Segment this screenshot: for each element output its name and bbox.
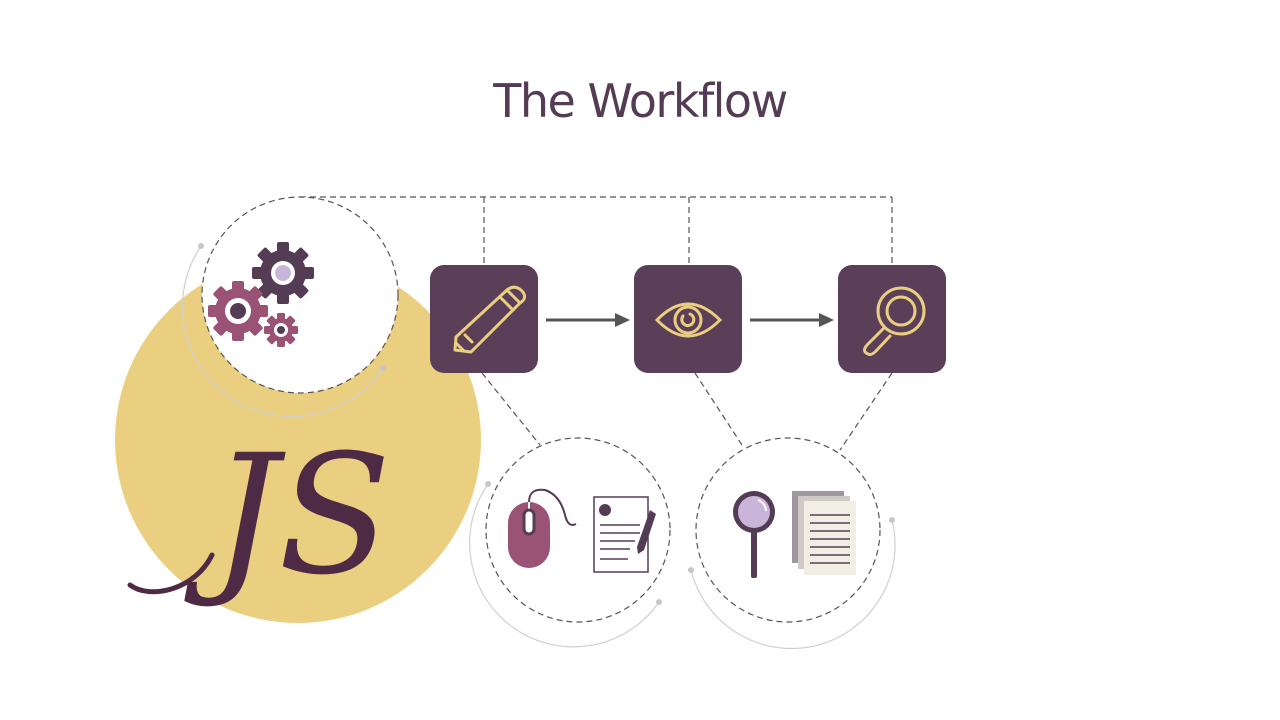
step-tile-search xyxy=(838,265,946,373)
flow-arrows xyxy=(546,313,834,327)
eye-icon xyxy=(654,302,723,338)
connector-lines xyxy=(300,196,893,451)
signed-document-icon xyxy=(593,496,656,573)
step-tile-pencil xyxy=(430,265,538,373)
svg-text:JS: JS xyxy=(184,419,391,611)
magnifier-icon xyxy=(863,286,926,357)
mouse-icon xyxy=(508,488,577,568)
document-stack-icon xyxy=(792,491,856,575)
diagram-title: The Workflow xyxy=(493,74,788,128)
detail-circle-input xyxy=(469,437,671,648)
step-tile-eye xyxy=(634,265,742,373)
js-logo-circle xyxy=(115,257,481,623)
pencil-icon xyxy=(453,285,527,354)
detail-circle-review xyxy=(688,437,896,650)
js-logo: JS xyxy=(127,419,391,611)
gears-icon xyxy=(208,242,314,347)
magnifying-glass-icon xyxy=(733,491,775,578)
